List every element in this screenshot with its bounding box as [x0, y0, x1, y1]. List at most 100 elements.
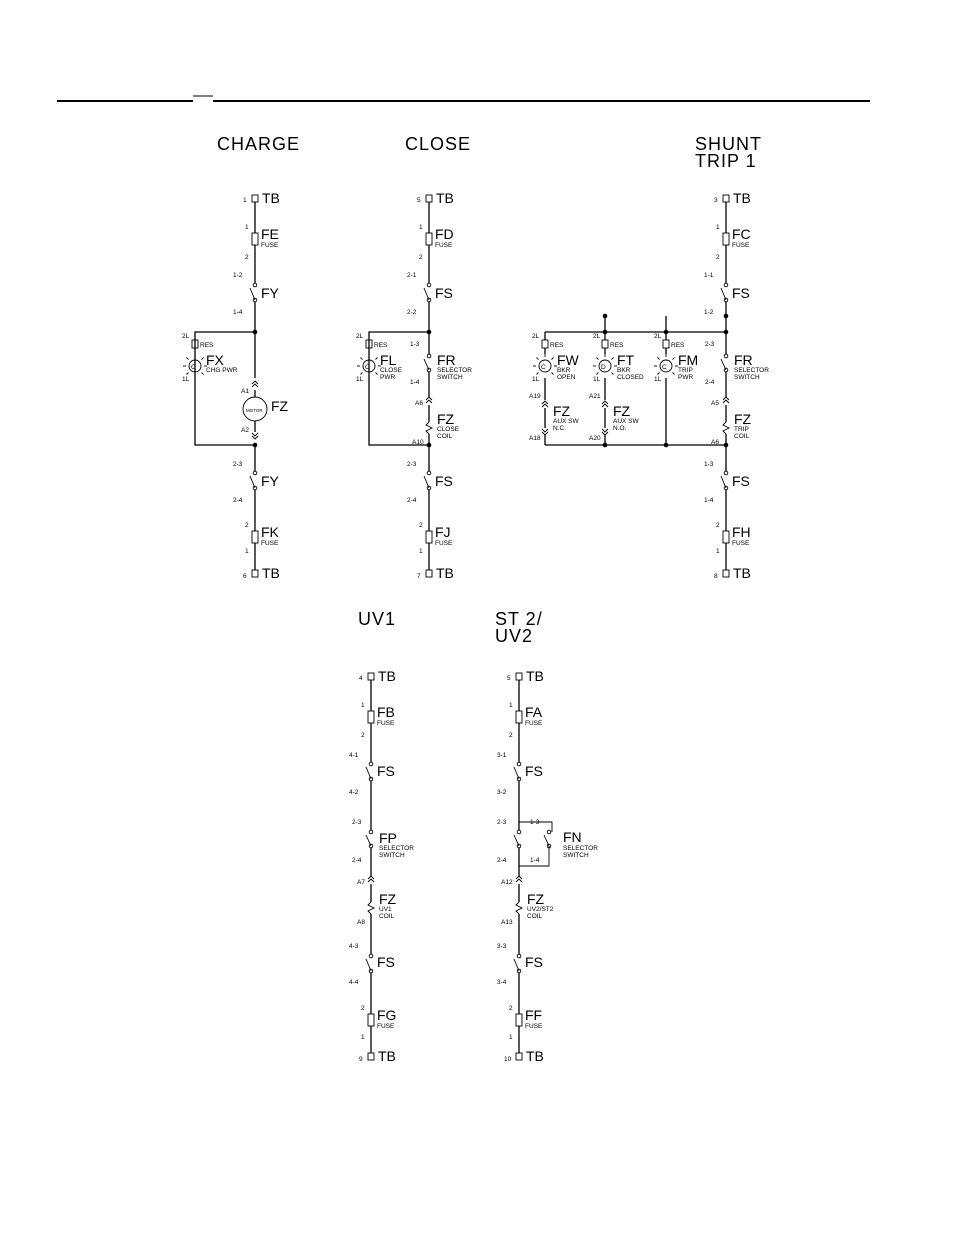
labels-fm-text: FM — [678, 352, 698, 368]
labels-switch-text: SWITCH — [437, 374, 463, 381]
labels-fx-text: FX — [206, 352, 225, 368]
pins-p2-text: 2 — [361, 1005, 365, 1012]
pins-a21-text: A21 — [589, 393, 601, 400]
pins-p9-text: 9 — [359, 1056, 363, 1063]
pins-p2-text: 2 — [716, 522, 720, 529]
pins-p8-text: 8 — [714, 573, 718, 580]
pins-n21-text: 2-1 — [407, 272, 417, 279]
close-title: CLOSE — [405, 134, 471, 154]
labels-trip-text: TRIP — [734, 426, 749, 433]
pins-p2-text: 2 — [419, 522, 423, 529]
labels-c-text: C — [365, 364, 370, 371]
shunt-title-1: SHUNT — [695, 134, 762, 154]
pins-l2-text: 2L — [593, 333, 601, 340]
labels-fuse-text: FUSE — [732, 540, 750, 547]
labels-ff-text: FF — [525, 1007, 542, 1023]
pins-n13-text: 1-3 — [410, 341, 420, 348]
labels-fs-text: FS — [732, 473, 750, 489]
labels-closed-text: CLOSED — [617, 374, 644, 381]
labels-selector-text: SELECTOR — [734, 367, 769, 374]
labels-fuse-text: FUSE — [525, 1023, 543, 1030]
labels-fs-text: FS — [525, 954, 543, 970]
pins-a1-text: A1 — [241, 388, 249, 395]
pins-n24-text: 2-4 — [352, 857, 362, 864]
labels-fuse-text: FUSE — [377, 720, 395, 727]
labels-fs-text: FS — [377, 763, 395, 779]
charge-title: CHARGE — [217, 134, 300, 154]
pins-p1-text: 1 — [243, 197, 247, 204]
labels-fc-text: FC — [732, 226, 751, 242]
labels-fz-text: FZ — [271, 398, 289, 414]
pins-n23-text: 2-3 — [497, 819, 507, 826]
labels-res-text: RES — [610, 342, 624, 349]
pins-n13-text: 1-3 — [530, 819, 540, 826]
labels-tb-text: TB — [436, 190, 454, 206]
pins-p2-text: 2 — [509, 1005, 513, 1012]
labels-fz-text: FZ — [379, 891, 397, 907]
labels-fk-text: FK — [261, 524, 280, 540]
labels-fs-text: FS — [525, 763, 543, 779]
labels-c-text: C — [662, 364, 667, 371]
labels-switch-text: SWITCH — [563, 852, 589, 859]
pins-p2-text: 2 — [509, 732, 513, 739]
pins-n24-text: 2-4 — [705, 379, 715, 386]
st2-title-1: ST 2/ — [495, 609, 543, 629]
labels-selector-text: SELECTOR — [437, 367, 472, 374]
labels-res-text: RES — [671, 342, 685, 349]
pins-n11-text: 1-1 — [704, 272, 714, 279]
pins-n24-text: 2-4 — [407, 497, 417, 504]
labels-fuse-text: FUSE — [732, 242, 750, 249]
pins-p1-text: 1 — [361, 702, 365, 709]
labels-nc-text: N.C. — [553, 425, 566, 432]
labels-fuse-text: FUSE — [525, 720, 543, 727]
pins-p1-text: 1 — [419, 548, 423, 555]
pins-n14-text: 1-4 — [233, 309, 243, 316]
pins-n23-text: 2-3 — [407, 461, 417, 468]
labels-bkr-text: BKR — [617, 367, 631, 374]
labels-pwr-text: PWR — [380, 374, 395, 381]
labels-fg-text: FG — [377, 1007, 396, 1023]
labels-fuse-text: FUSE — [435, 242, 453, 249]
labels-fs-text: FS — [435, 285, 453, 301]
labels-fh-text: FH — [732, 524, 751, 540]
pins-a18-text: A18 — [529, 435, 541, 442]
labels-chg_pwr-text: CHG PWR — [206, 367, 238, 374]
pins-n23-text: 2-3 — [352, 819, 362, 826]
pins-p2-text: 2 — [245, 522, 249, 529]
header-rule — [57, 95, 870, 102]
labels-switch-text: SWITCH — [379, 852, 405, 859]
labels-fs-text: FS — [732, 285, 750, 301]
pins-l2-text: 2L — [532, 333, 540, 340]
labels-fuse-text: FUSE — [377, 1023, 395, 1030]
labels-res-text: RES — [200, 342, 214, 349]
labels-fw-text: FW — [557, 352, 580, 368]
labels-bkr-text: BKR — [557, 367, 571, 374]
labels-coil-text: COIL — [437, 433, 453, 440]
labels-tb-text: TB — [378, 1048, 396, 1064]
pins-n31-text: 3-1 — [497, 752, 507, 759]
labels-fs-text: FS — [377, 954, 395, 970]
pins-p7-text: 7 — [417, 573, 421, 580]
labels-open-text: OPEN — [557, 374, 576, 381]
pins-p10-text: 10 — [504, 1056, 512, 1063]
pins-a19-text: A19 — [529, 393, 541, 400]
labels-tb-text: TB — [436, 565, 454, 581]
labels-fz-text: FZ — [437, 411, 455, 427]
labels-fuse-text: FUSE — [261, 540, 279, 547]
labels-fr-text: FR — [437, 352, 456, 368]
labels-aux_sw-text: AUX SW — [613, 418, 640, 425]
pins-a6-text: A6 — [711, 439, 719, 446]
pins-p5-text: 5 — [417, 197, 421, 204]
labels-fuse-text: FUSE — [435, 540, 453, 547]
labels-d-text: D — [601, 364, 606, 371]
labels-trip-text: TRIP — [678, 367, 693, 374]
pins-a8-text: A8 — [357, 919, 365, 926]
pins-p2-text: 2 — [245, 254, 249, 261]
pins-a5-text: A5 — [711, 400, 719, 407]
pins-p4-text: 4 — [359, 675, 363, 682]
st2-title-2: UV2 — [495, 626, 533, 646]
pins-p2-text: 2 — [716, 254, 720, 261]
pins-l1-text: 1L — [182, 376, 190, 383]
uv1-title: UV1 — [358, 609, 396, 629]
labels-fe-text: FE — [261, 226, 279, 242]
